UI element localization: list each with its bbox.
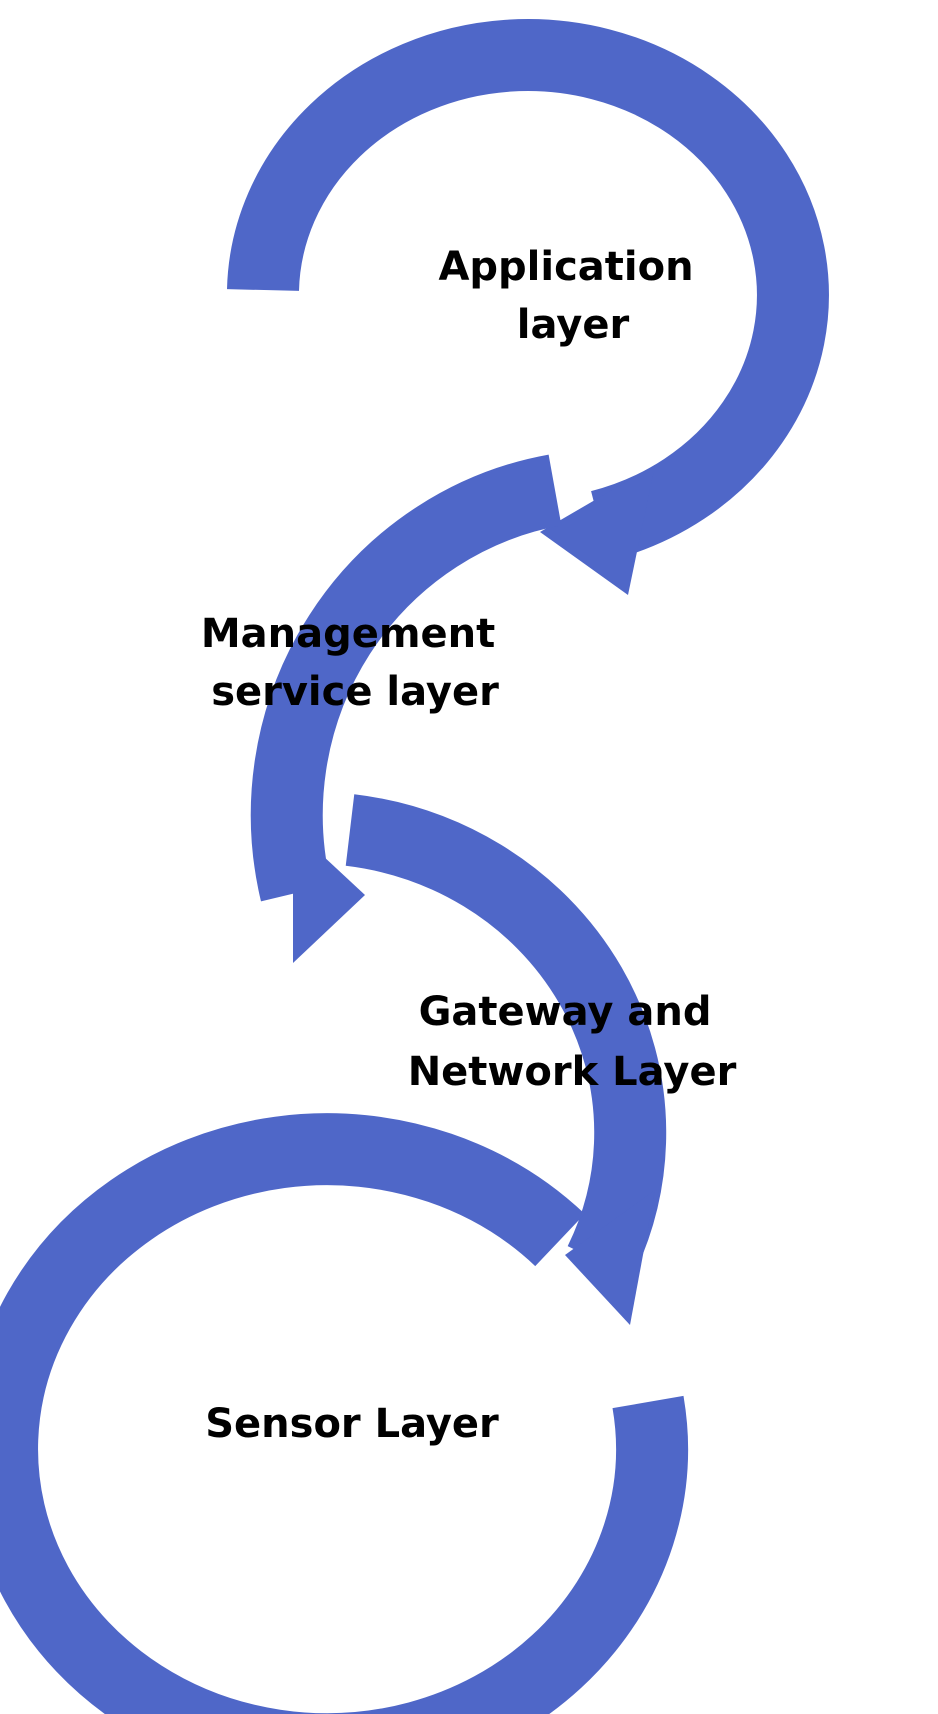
application-layer-label-line1: Application — [438, 244, 693, 290]
gateway-loop-arrow-body — [345, 794, 667, 1278]
sensor-loop-arrow-body — [0, 1113, 688, 1714]
sensor-layer-label-line1: Sensor Layer — [205, 1401, 499, 1447]
management-loop-arrow-body — [250, 454, 562, 902]
sensor-layer-label: Sensor Layer — [205, 1401, 499, 1447]
gateway-network-layer-label-line1: Gateway and — [419, 989, 712, 1035]
application-loop-arrow-head — [540, 465, 655, 595]
gateway-network-layer-label: Gateway and Network Layer — [408, 989, 737, 1095]
management-loop-arrow-head — [293, 828, 365, 963]
gateway-loop-arrow-head — [565, 1190, 655, 1325]
management-service-layer-label-line1: Management — [201, 611, 495, 657]
management-service-layer-label-line2: service layer — [211, 669, 499, 715]
application-loop-arrow-body — [227, 19, 829, 561]
application-layer-label-line2: layer — [517, 302, 630, 348]
gateway-network-layer-label-line2: Network Layer — [408, 1049, 737, 1095]
application-layer-label: Application layer — [438, 244, 707, 348]
management-service-layer-label: Management service layer — [201, 611, 509, 715]
